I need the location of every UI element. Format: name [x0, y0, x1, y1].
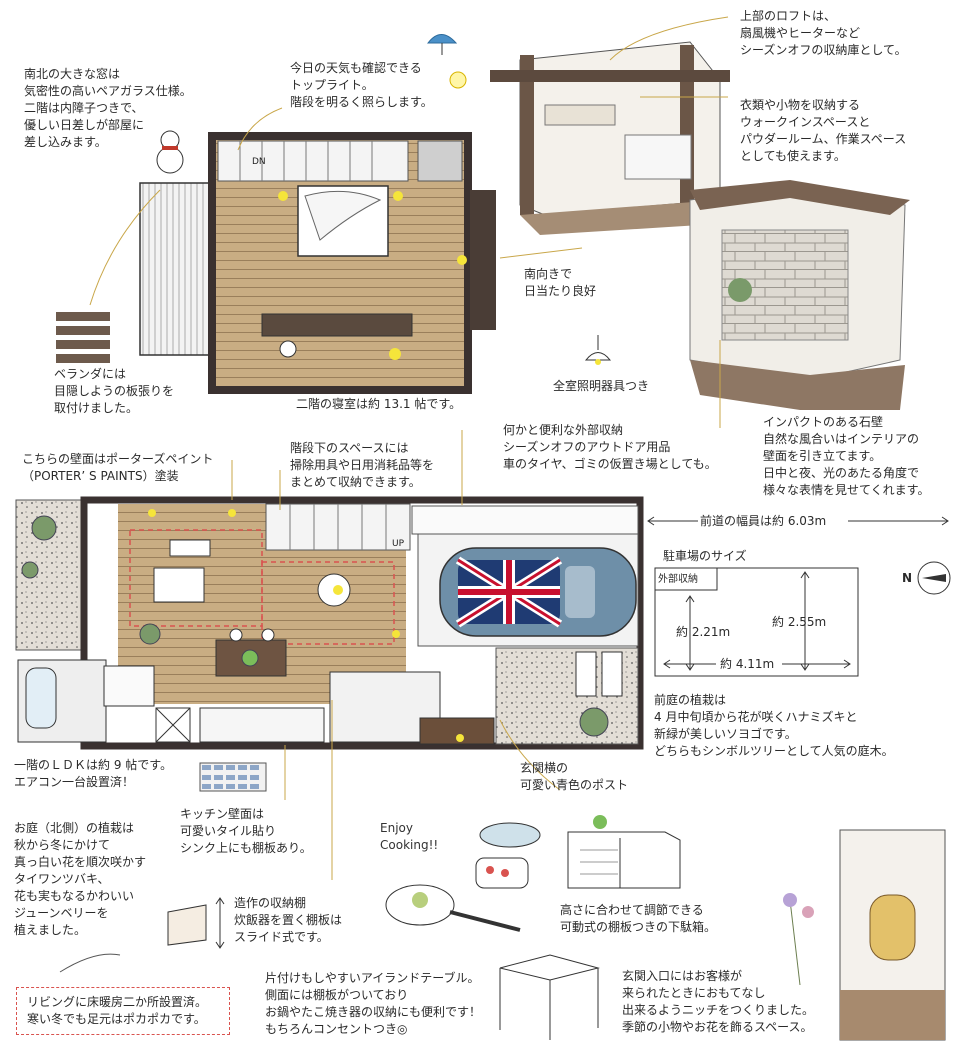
- niche-sketch: [839, 829, 946, 1041]
- parking-dim-255: 約 2.55m: [772, 615, 827, 629]
- umbrella-icon: [426, 34, 458, 55]
- island-table-sketch: [499, 954, 600, 1040]
- note-garden-north: お庭（北側）の植栽は 秋から冬にかけて 真っ白い花を順次咲かす タイワンツバキ、…: [14, 821, 147, 937]
- tile-swatch-icon: [199, 762, 267, 792]
- outdoor-storage: [411, 505, 639, 535]
- note-road: 前道の幅員は約 6.03m: [700, 514, 827, 528]
- stair-2f: [217, 140, 409, 182]
- note-ldk: 一階のＬＤＫは約 9 帖です。 エアコン一台設置済！: [14, 758, 173, 789]
- note-island: 片付けもしやすいアイランドテーブル。 側面には棚板がついており お鍋やたこ焼き器…: [265, 971, 482, 1036]
- road-width-arrow: [647, 516, 949, 526]
- parking-size-diagram: [654, 567, 859, 677]
- flower-illustration: [783, 893, 814, 986]
- table: [169, 539, 211, 557]
- slide-shelf-sketch: [167, 897, 225, 949]
- note-outdoor: 何かと便利な外部収納 シーズンオフのアウトドア用品 車のタイヤ、ゴミの仮置き場と…: [503, 423, 717, 471]
- floor-heating-zone-2: [261, 561, 395, 645]
- cooking-pot-icon: [475, 822, 541, 889]
- note-walkin: 衣類や小物を収納する ウォークインスペースと パウダールーム、作業スペース とし…: [740, 98, 907, 163]
- sofa: [153, 567, 205, 603]
- parking-outer-storage-label: 外部収納: [658, 574, 698, 585]
- note-bedroom: 二階の寝室は約 13.1 帖です。: [296, 397, 462, 411]
- plan-label-up: UP: [392, 539, 405, 549]
- note-rice-shelf: 造作の収納棚 炊飯器を置く棚板は スライド式です。: [234, 896, 343, 944]
- bedroom-shelf: [261, 313, 413, 337]
- note-lighting: 全室照明器具つき: [553, 379, 650, 393]
- first-floor-plan: [15, 496, 644, 750]
- parking-title: 駐車場のサイズ: [663, 549, 747, 563]
- note-understair: 階段下のスペースには 掃除用具や日用消耗品等を まとめて収納できます。: [290, 441, 435, 489]
- parking-dim-411: 約 4.11m: [720, 657, 775, 671]
- note-veranda: ベランダには 目隠しようの板張りを 取付けました。: [54, 367, 175, 415]
- note-loft: 上部のロフトは、 扇風機やヒーターなど シーズンオフの収納庫として。: [740, 9, 907, 57]
- shoe-box-sketch: [567, 815, 681, 889]
- note-post: 玄関横の 可愛い青色のポスト: [520, 761, 629, 792]
- note-shoe-box: 高さに合わせて調節できる 可動式の棚板つきの下駄箱。: [560, 903, 717, 934]
- stone-wall-sketch: [689, 180, 910, 410]
- note-cooking: Enjoy Cooking!!: [380, 821, 439, 852]
- compass-icon: [917, 561, 951, 595]
- note-window: 南北の大きな窓は 気密性の高いペアガラス仕様。 二階は内障子つきで、 優しい日差…: [24, 67, 192, 149]
- compass-north-label: N: [902, 571, 913, 585]
- pendant-lamp-icon: [584, 335, 612, 365]
- leader-lines: [89, 16, 729, 880]
- loft-walkin-sketch: [490, 41, 730, 235]
- note-paint: こちらの壁面はポーターズペイント （PORTER’ S PAINTS）塗装: [22, 452, 214, 483]
- note-stonewall: インパクトのある石壁 自然な風合いはインテリアの 壁面を引き立てます。 日中と夜…: [763, 415, 930, 497]
- shoe-cabinet: [419, 717, 495, 745]
- leaf-decoration: [59, 953, 121, 973]
- veranda-boards-icon: [56, 312, 110, 363]
- snowman-icon: [156, 130, 184, 174]
- floor-heating-zone-1: [129, 529, 263, 627]
- veranda: [139, 182, 211, 356]
- car-mini-union-jack: [439, 547, 637, 637]
- kitchen-counter: [199, 707, 325, 743]
- note-niche: 玄関入口にはお客様が 来られたときにおもてなし 出来るようニッチをつくりました。…: [622, 969, 815, 1034]
- note-kitchen: キッチン壁面は 可愛いタイル貼り シンク上にも棚板あり。: [180, 807, 312, 855]
- note-heating: リビングに床暖房二か所設置済。 寒い冬でも足元はポカポカです。: [16, 987, 230, 1035]
- sun-icon: [449, 71, 467, 89]
- note-toplight: 今日の天気も確認できる トップライト。 階段を明るく照らします。: [290, 61, 433, 109]
- cooking-pan-icon: [385, 884, 521, 932]
- parking-dim-221: 約 2.21m: [676, 625, 731, 639]
- second-floor-plan: [139, 132, 496, 394]
- plan-label-dn: DN: [252, 157, 266, 167]
- note-front-garden: 前庭の植栽は 4 月中旬頃から花が咲くハナミズキと 新緑が美しいソヨゴです。 ど…: [654, 693, 894, 758]
- note-south: 南向きで 日当たり良好: [524, 267, 597, 298]
